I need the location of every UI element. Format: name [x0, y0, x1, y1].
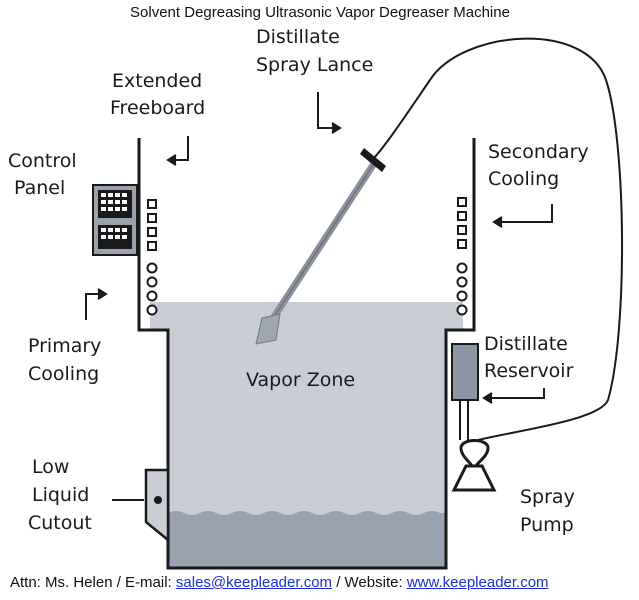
label-control-panel-line1: Control	[8, 150, 77, 172]
label-extended-freeboard: Extended Freeboard	[110, 70, 208, 119]
label-low-liquid-cutout: Low Liquid Cutout	[28, 456, 95, 534]
label-spray-pump-line2: Pump	[520, 514, 574, 536]
label-distillate-spray-lance-line1: Distillate	[256, 26, 340, 48]
diagram-title: Solvent Degreasing Ultrasonic Vapor Degr…	[130, 4, 510, 21]
label-spray-pump: Spray Pump	[520, 486, 581, 536]
primary-coil-right-icon	[456, 262, 468, 274]
spray-lance-icon	[255, 148, 386, 345]
arrow-distillate-reservoir	[482, 388, 545, 404]
secondary-coil-left-icon	[147, 213, 157, 223]
primary-coil-left-icon	[146, 290, 158, 302]
label-distillate-reservoir-line2: Reservoir	[484, 360, 574, 382]
label-control-panel: Control Panel	[8, 150, 83, 199]
label-vapor-zone: Vapor Zone	[246, 369, 355, 391]
contact-footer: Attn: Ms. Helen / E-mail: sales@keeplead…	[0, 574, 639, 596]
label-secondary-cooling-line1: Secondary	[488, 141, 589, 163]
tank-outline	[137, 138, 476, 570]
arrow-secondary-cooling	[492, 204, 553, 228]
label-distillate-spray-lance-line2: Spray Lance	[256, 54, 373, 76]
secondary-coil-left-icon	[147, 199, 157, 209]
label-extended-freeboard-line2: Freeboard	[110, 97, 205, 119]
footer-attn: Attn: Ms. Helen / E-mail:	[10, 574, 176, 591]
primary-coil-left-icon	[146, 276, 158, 288]
label-low-liquid-cutout-line2: Liquid	[32, 484, 89, 506]
label-distillate-reservoir-line1: Distillate	[484, 333, 568, 355]
low-liquid-sensor-icon	[154, 496, 162, 504]
low-liquid-cutout-box	[144, 468, 170, 543]
footer-line: Attn: Ms. Helen / E-mail: sales@keeplead…	[10, 574, 549, 591]
email-link[interactable]: sales@keepleader.com	[175, 574, 333, 591]
label-primary-cooling: Primary Cooling	[28, 335, 107, 385]
distillate-reservoir-box	[451, 343, 479, 401]
primary-coil-left-icon	[146, 262, 158, 274]
label-primary-cooling-line2: Cooling	[28, 363, 99, 385]
arrow-extended-freeboard	[166, 136, 189, 166]
label-extended-freeboard-line1: Extended	[112, 70, 202, 92]
spray-pump-icon	[451, 439, 497, 492]
primary-coil-right-icon	[456, 304, 468, 316]
secondary-coil-right-icon	[457, 211, 467, 221]
label-distillate-reservoir: Distillate Reservoir	[484, 333, 574, 382]
arrow-spray-lance	[317, 92, 342, 134]
cooling-coils	[146, 197, 468, 316]
primary-coil-right-icon	[456, 290, 468, 302]
spray-hose	[371, 37, 624, 441]
primary-coil-right-icon	[456, 276, 468, 288]
secondary-coil-left-icon	[147, 241, 157, 251]
arrow-primary-cooling	[85, 288, 108, 320]
label-low-liquid-cutout-line1: Low	[32, 456, 69, 478]
primary-coil-left-icon	[146, 304, 158, 316]
control-panel-icon	[92, 184, 138, 256]
label-low-liquid-cutout-line3: Cutout	[28, 512, 92, 534]
label-secondary-cooling-line2: Cooling	[488, 168, 559, 190]
label-secondary-cooling: Secondary Cooling	[488, 141, 595, 190]
footer-website-prefix: / Website:	[332, 574, 407, 591]
label-control-panel-line2: Panel	[14, 177, 65, 199]
label-spray-pump-line1: Spray	[520, 486, 575, 508]
vapor-zone-fill	[150, 302, 463, 568]
website-link[interactable]: www.keepleader.com	[406, 574, 549, 591]
secondary-coil-right-icon	[457, 225, 467, 235]
secondary-coil-right-icon	[457, 239, 467, 249]
label-distillate-spray-lance: Distillate Spray Lance	[256, 26, 373, 76]
liquid-fill	[168, 511, 446, 568]
secondary-coil-left-icon	[147, 227, 157, 237]
label-primary-cooling-line1: Primary	[28, 335, 101, 357]
secondary-coil-right-icon	[457, 197, 467, 207]
